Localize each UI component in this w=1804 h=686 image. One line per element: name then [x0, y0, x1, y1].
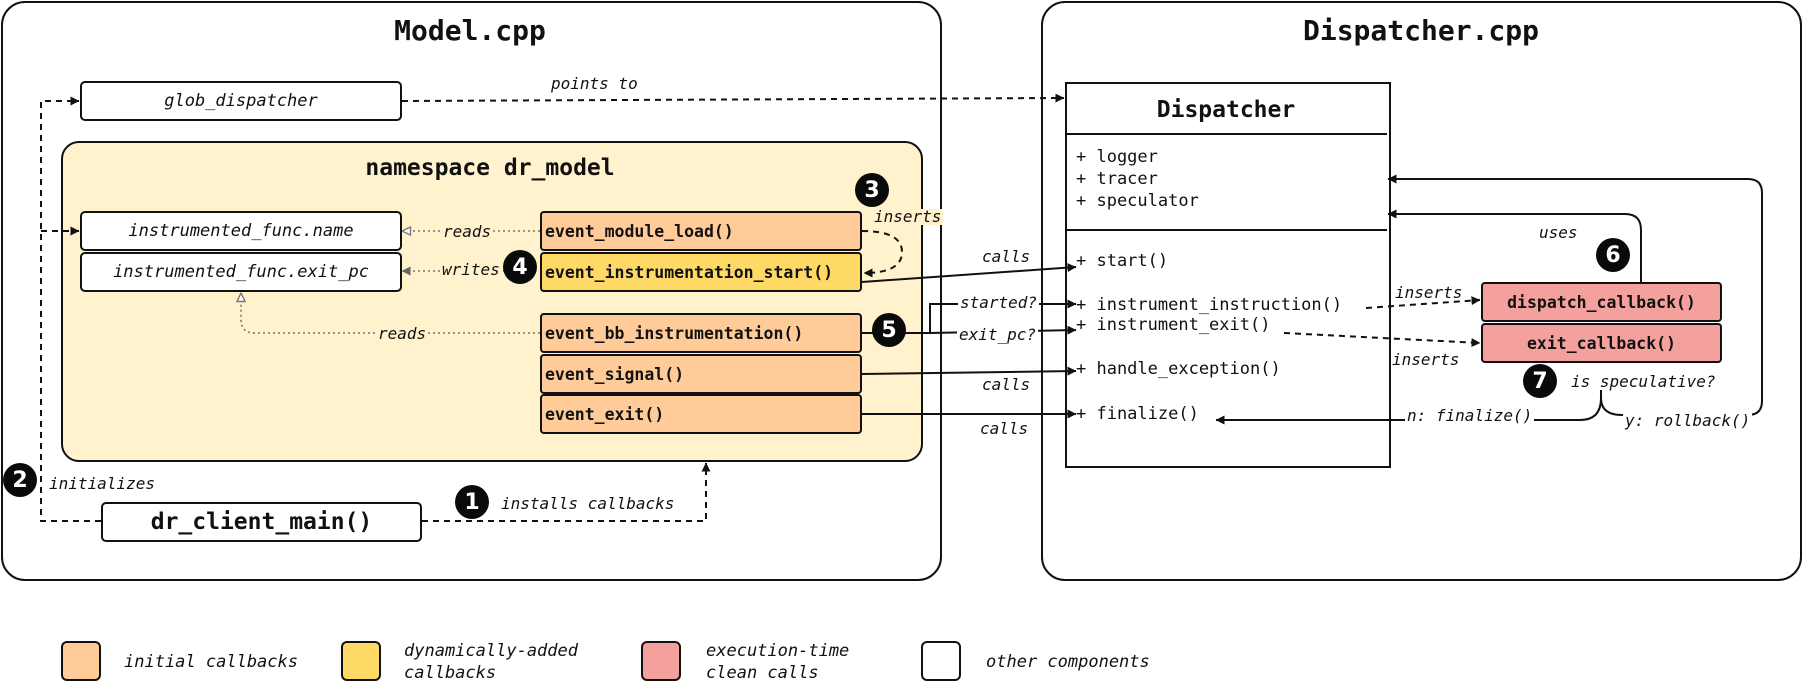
badge-5: 5	[872, 313, 906, 347]
legend-swatch-dynamic	[341, 641, 381, 681]
edge-inserts-dispatch	[1365, 296, 1481, 309]
edge-initializes	[40, 96, 101, 522]
namespace-title: namespace dr_model	[365, 155, 615, 181]
label-reads-1: reads	[441, 222, 494, 241]
label-calls-2: calls	[982, 375, 1031, 394]
legend-label-other: other components	[986, 652, 1150, 672]
label-inserts-2: inserts	[1392, 350, 1460, 369]
edge-installs-callbacks	[422, 462, 711, 522]
badge-6: 6	[1596, 238, 1630, 272]
method-finalize: + finalize()	[1076, 404, 1199, 424]
badge-2: 2	[3, 463, 37, 497]
legend-swatch-initial	[61, 641, 101, 681]
method-instrument-exit: + instrument_exit()	[1076, 315, 1271, 335]
badge-3: 3	[855, 173, 889, 207]
edge-n-finalize	[1215, 397, 1602, 425]
edge-calls-handle-exception	[861, 366, 1077, 376]
label-reads-2: reads	[376, 324, 429, 343]
legend-label-dynamic: dynamically-added callbacks	[404, 641, 578, 683]
label-exit-pc: exit_pc?	[957, 325, 1039, 344]
attr-tracer: + tracer	[1076, 169, 1158, 189]
label-calls-1: calls	[982, 247, 1031, 266]
label-calls-3: calls	[980, 419, 1029, 438]
exit-callback-box: exit_callback()	[1481, 323, 1722, 363]
label-inserts-dyn: inserts	[872, 207, 944, 226]
label-initializes: initializes	[49, 474, 155, 493]
glob-dispatcher-box: glob_dispatcher	[80, 81, 402, 121]
dispatcher-class	[1065, 82, 1391, 468]
edge-reads-bb	[241, 293, 540, 334]
event-exit: event_exit()	[540, 394, 862, 434]
dispatcher-class-name: Dispatcher	[1156, 97, 1296, 123]
legend-swatch-clean-calls	[641, 641, 681, 681]
label-installs-callbacks: installs callbacks	[499, 494, 677, 513]
event-signal: event_signal()	[540, 354, 862, 394]
event-bb-instrumentation: event_bb_instrumentation()	[540, 313, 862, 353]
badge-1: 1	[455, 485, 489, 519]
label-writes: writes	[440, 260, 502, 279]
label-uses: uses	[1539, 223, 1578, 242]
attr-speculator: + speculator	[1076, 191, 1199, 211]
method-start: + start()	[1076, 251, 1169, 271]
label-is-speculative: is speculative?	[1569, 372, 1718, 391]
attr-logger: + logger	[1076, 147, 1158, 167]
legend-label-initial: initial callbacks	[124, 652, 298, 672]
edge-inserts-exit	[1283, 332, 1481, 348]
edge-points-to	[401, 93, 1065, 103]
label-started: started?	[958, 293, 1040, 312]
label-y-rollback: y: rollback()	[1623, 411, 1753, 430]
event-module-load: event_module_load()	[540, 211, 862, 251]
method-instrument-instruction: + instrument_instruction()	[1076, 295, 1343, 315]
legend-label-clean-calls: execution-time clean calls	[706, 641, 850, 683]
instrumented-func-name-box: instrumented_func.name	[80, 211, 402, 251]
class-divider-2	[1065, 229, 1387, 231]
dispatcher-panel-title: Dispatcher.cpp	[1302, 13, 1539, 47]
event-instrumentation-start: event_instrumentation_start()	[540, 252, 862, 292]
badge-7: 7	[1523, 364, 1557, 398]
legend-swatch-other	[921, 641, 961, 681]
label-n-finalize: n: finalize()	[1405, 406, 1535, 425]
dispatch-callback-box: dispatch_callback()	[1481, 282, 1722, 322]
edge-calls-start	[861, 263, 1077, 283]
dr-client-main-box: dr_client_main()	[101, 502, 422, 542]
model-panel-title: Model.cpp	[394, 13, 546, 47]
class-divider-1	[1065, 133, 1387, 135]
edge-y-rollback	[1387, 174, 1763, 416]
instrumented-func-exit-pc-box: instrumented_func.exit_pc	[80, 252, 402, 292]
badge-4: 4	[503, 250, 537, 284]
label-points-to: points to	[551, 74, 638, 93]
label-inserts-1: inserts	[1395, 283, 1463, 302]
edge-uses	[1387, 209, 1642, 282]
method-handle-exception: + handle_exception()	[1076, 359, 1281, 379]
edge-inserts-dyn	[861, 230, 904, 278]
